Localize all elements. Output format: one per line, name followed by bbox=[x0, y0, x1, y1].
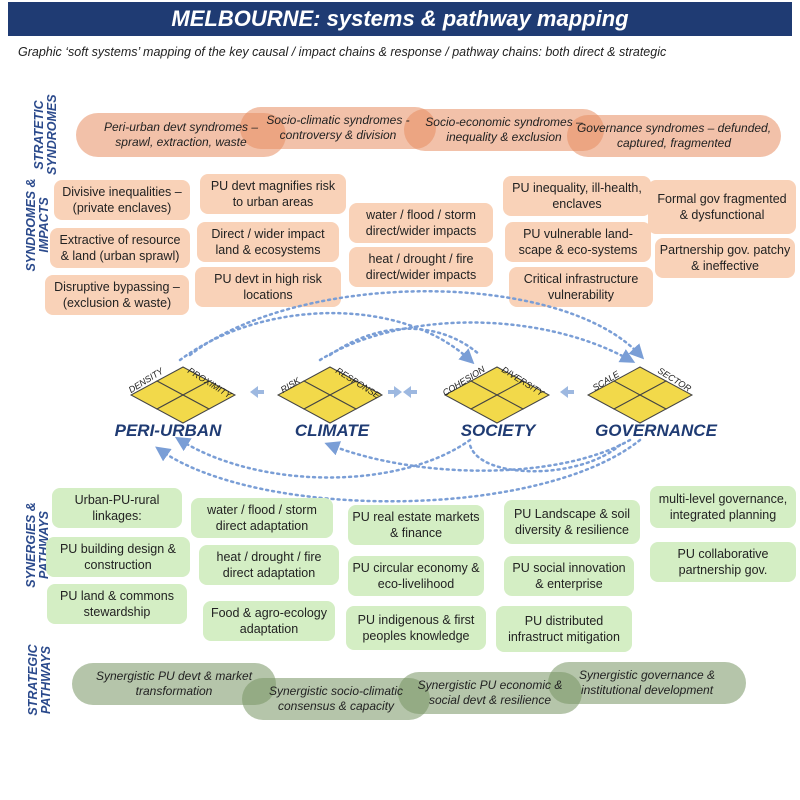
page-subtitle: Graphic ‘soft systems’ mapping of the ke… bbox=[18, 45, 667, 59]
pathway-box: heat / drought / fire direct adaptation bbox=[199, 545, 339, 585]
impact-box: Partnership gov. patchy & ineffective bbox=[655, 238, 795, 278]
impact-box: PU devt in high risk locations bbox=[195, 267, 341, 307]
strategic-pathway-governance: Synergistic governance & institutional d… bbox=[548, 662, 746, 704]
pathway-box: PU collaborative partnership gov. bbox=[650, 542, 796, 582]
strategic-pathway-label: Synergistic PU economic & social devt & … bbox=[417, 678, 563, 707]
arc-periurban-society bbox=[178, 311, 475, 365]
syndrome-socio-climatic: Socio-climatic syndromes - controversy &… bbox=[240, 107, 436, 149]
pathway-box: PU Landscape & soil diversity & resilien… bbox=[504, 500, 640, 544]
pathway-box: PU circular economy & eco-livelihood bbox=[348, 556, 484, 596]
strategic-pathway-label: Synergistic socio-climatic consensus & c… bbox=[268, 684, 404, 713]
page-title: MELBOURNE: systems & pathway mapping bbox=[8, 2, 792, 36]
arc-governance-climate bbox=[324, 438, 632, 472]
hub-label-climate: CLIMATE bbox=[294, 421, 370, 440]
diamond-tile bbox=[302, 394, 358, 424]
impact-box: PU devt magnifies risk to urban areas bbox=[200, 174, 346, 214]
pathway-box: multi-level governance, integrated plann… bbox=[650, 486, 796, 528]
syndrome-socio-economic: Socio-economic syndromes – inequality & … bbox=[404, 109, 604, 151]
strategic-pathway-label: Synergistic governance & institutional d… bbox=[578, 668, 716, 697]
arc-periurban-governance bbox=[188, 290, 645, 360]
syndrome-periurban: Peri-urban devt syndromes – sprawl, extr… bbox=[76, 113, 286, 157]
impact-box: Direct / wider impact land & ecosystems bbox=[197, 222, 339, 262]
pathway-box: Food & agro-ecology adaptation bbox=[203, 601, 335, 641]
hub-label-governance: GOVERNANCE bbox=[595, 421, 717, 440]
impact-box: Extractive of resource & land (urban spr… bbox=[50, 228, 190, 268]
arc-climate-governance bbox=[318, 321, 636, 363]
syndrome-governance: Governance syndromes – defunded, capture… bbox=[567, 115, 781, 157]
strategic-pathway-label: Synergistic PU devt & market transformat… bbox=[95, 669, 253, 698]
pathway-box: PU indigenous & first peoples knowledge bbox=[346, 606, 486, 650]
syndrome-label: Socio-economic syndromes – inequality & … bbox=[425, 115, 583, 144]
impact-box: heat / drought / fire direct/wider impac… bbox=[349, 247, 493, 287]
strategic-pathway-socio-climatic: Synergistic socio-climatic consensus & c… bbox=[242, 678, 430, 720]
pathway-box: PU social innovation & enterprise bbox=[504, 556, 634, 596]
pathway-box: Urban-PU-rural linkages: bbox=[52, 488, 182, 528]
impact-box: PU inequality, ill-health, enclaves bbox=[503, 176, 651, 216]
impact-box: Disruptive bypassing – (exclusion & wast… bbox=[45, 275, 189, 315]
impact-box: PU vulnerable land-scape & eco-systems bbox=[505, 222, 651, 262]
hub-label-society: SOCIETY bbox=[460, 421, 536, 440]
impact-box: Formal gov fragmented & dysfunctional bbox=[648, 180, 796, 234]
strategic-pathway-market: Synergistic PU devt & market transformat… bbox=[72, 663, 276, 705]
syndrome-label: Peri-urban devt syndromes – sprawl, extr… bbox=[103, 120, 259, 149]
pathway-box: PU real estate markets & finance bbox=[348, 505, 484, 545]
connector-arrow-icon bbox=[403, 386, 417, 398]
strategic-pathway-economic: Synergistic PU economic & social devt & … bbox=[398, 672, 582, 714]
connector-arrow-icon bbox=[560, 386, 574, 398]
diamond-tile bbox=[155, 394, 211, 424]
pathway-box: PU building design & construction bbox=[46, 537, 190, 577]
syndrome-label: Socio-climatic syndromes - controversy &… bbox=[266, 113, 410, 142]
pathway-box: PU land & commons stewardship bbox=[47, 584, 187, 624]
diamond-tile bbox=[612, 394, 668, 424]
pathway-box: water / flood / storm direct adaptation bbox=[191, 498, 333, 538]
syndrome-label: Governance syndromes – defunded, capture… bbox=[576, 121, 772, 150]
connector-arrow-icon bbox=[250, 386, 264, 398]
arc-governance-periurban bbox=[155, 438, 642, 503]
arc-climate-society bbox=[328, 327, 482, 357]
impact-box: Critical infrastructure vulnerability bbox=[509, 267, 653, 307]
diamond-tile bbox=[469, 394, 525, 424]
impact-box: water / flood / storm direct/wider impac… bbox=[349, 203, 493, 243]
arc-society-periurban bbox=[174, 436, 472, 479]
pathway-box: PU distributed infrastruct mitigation bbox=[496, 606, 632, 652]
impact-box: Divisive inequalities – (private enclave… bbox=[54, 180, 190, 220]
hub-label-periurban: PERI-URBAN bbox=[114, 421, 222, 440]
connector-arrow-icon bbox=[388, 386, 402, 398]
arc-governance-society bbox=[468, 443, 622, 473]
